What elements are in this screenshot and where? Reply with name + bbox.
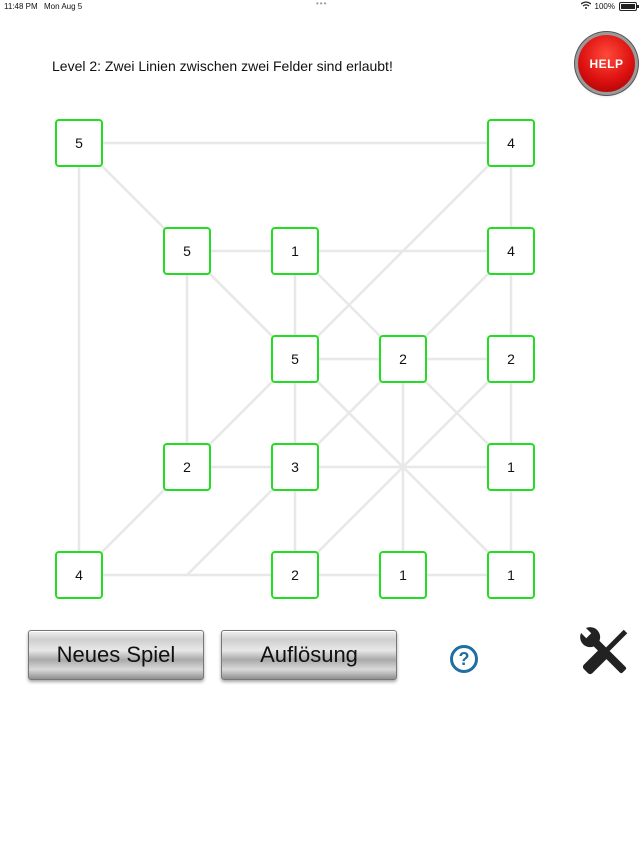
- cell[interactable]: 1: [379, 551, 427, 599]
- cell[interactable]: 5: [271, 335, 319, 383]
- cell[interactable]: 2: [163, 443, 211, 491]
- multitask-dots-icon: •••: [316, 0, 328, 8]
- cell[interactable]: 4: [55, 551, 103, 599]
- cell[interactable]: 2: [271, 551, 319, 599]
- status-date: Mon Aug 5: [44, 2, 83, 11]
- wifi-icon: [580, 1, 591, 11]
- cell[interactable]: 4: [487, 227, 535, 275]
- solution-button[interactable]: Auflösung: [221, 630, 397, 680]
- cell[interactable]: 3: [271, 443, 319, 491]
- question-circle-icon[interactable]: ?: [450, 645, 478, 673]
- cell[interactable]: 1: [487, 443, 535, 491]
- cell[interactable]: 2: [487, 335, 535, 383]
- status-bar: 11:48 PM Mon Aug 5 ••• 100%: [0, 0, 643, 14]
- battery-icon: [619, 1, 639, 11]
- wrench-screwdriver-icon[interactable]: [574, 621, 636, 683]
- cell[interactable]: 4: [487, 119, 535, 167]
- cell[interactable]: 1: [487, 551, 535, 599]
- cell[interactable]: 5: [163, 227, 211, 275]
- status-indicators: 100%: [580, 1, 639, 11]
- new-game-button[interactable]: Neues Spiel: [28, 630, 204, 680]
- cell[interactable]: 5: [55, 119, 103, 167]
- cell[interactable]: 2: [379, 335, 427, 383]
- battery-percent: 100%: [594, 1, 615, 11]
- level-title: Level 2: Zwei Linien zwischen zwei Felde…: [52, 58, 393, 74]
- cell[interactable]: 1: [271, 227, 319, 275]
- help-button[interactable]: HELP: [578, 35, 635, 92]
- help-label: HELP: [589, 56, 624, 71]
- status-time: 11:48 PM: [4, 2, 38, 11]
